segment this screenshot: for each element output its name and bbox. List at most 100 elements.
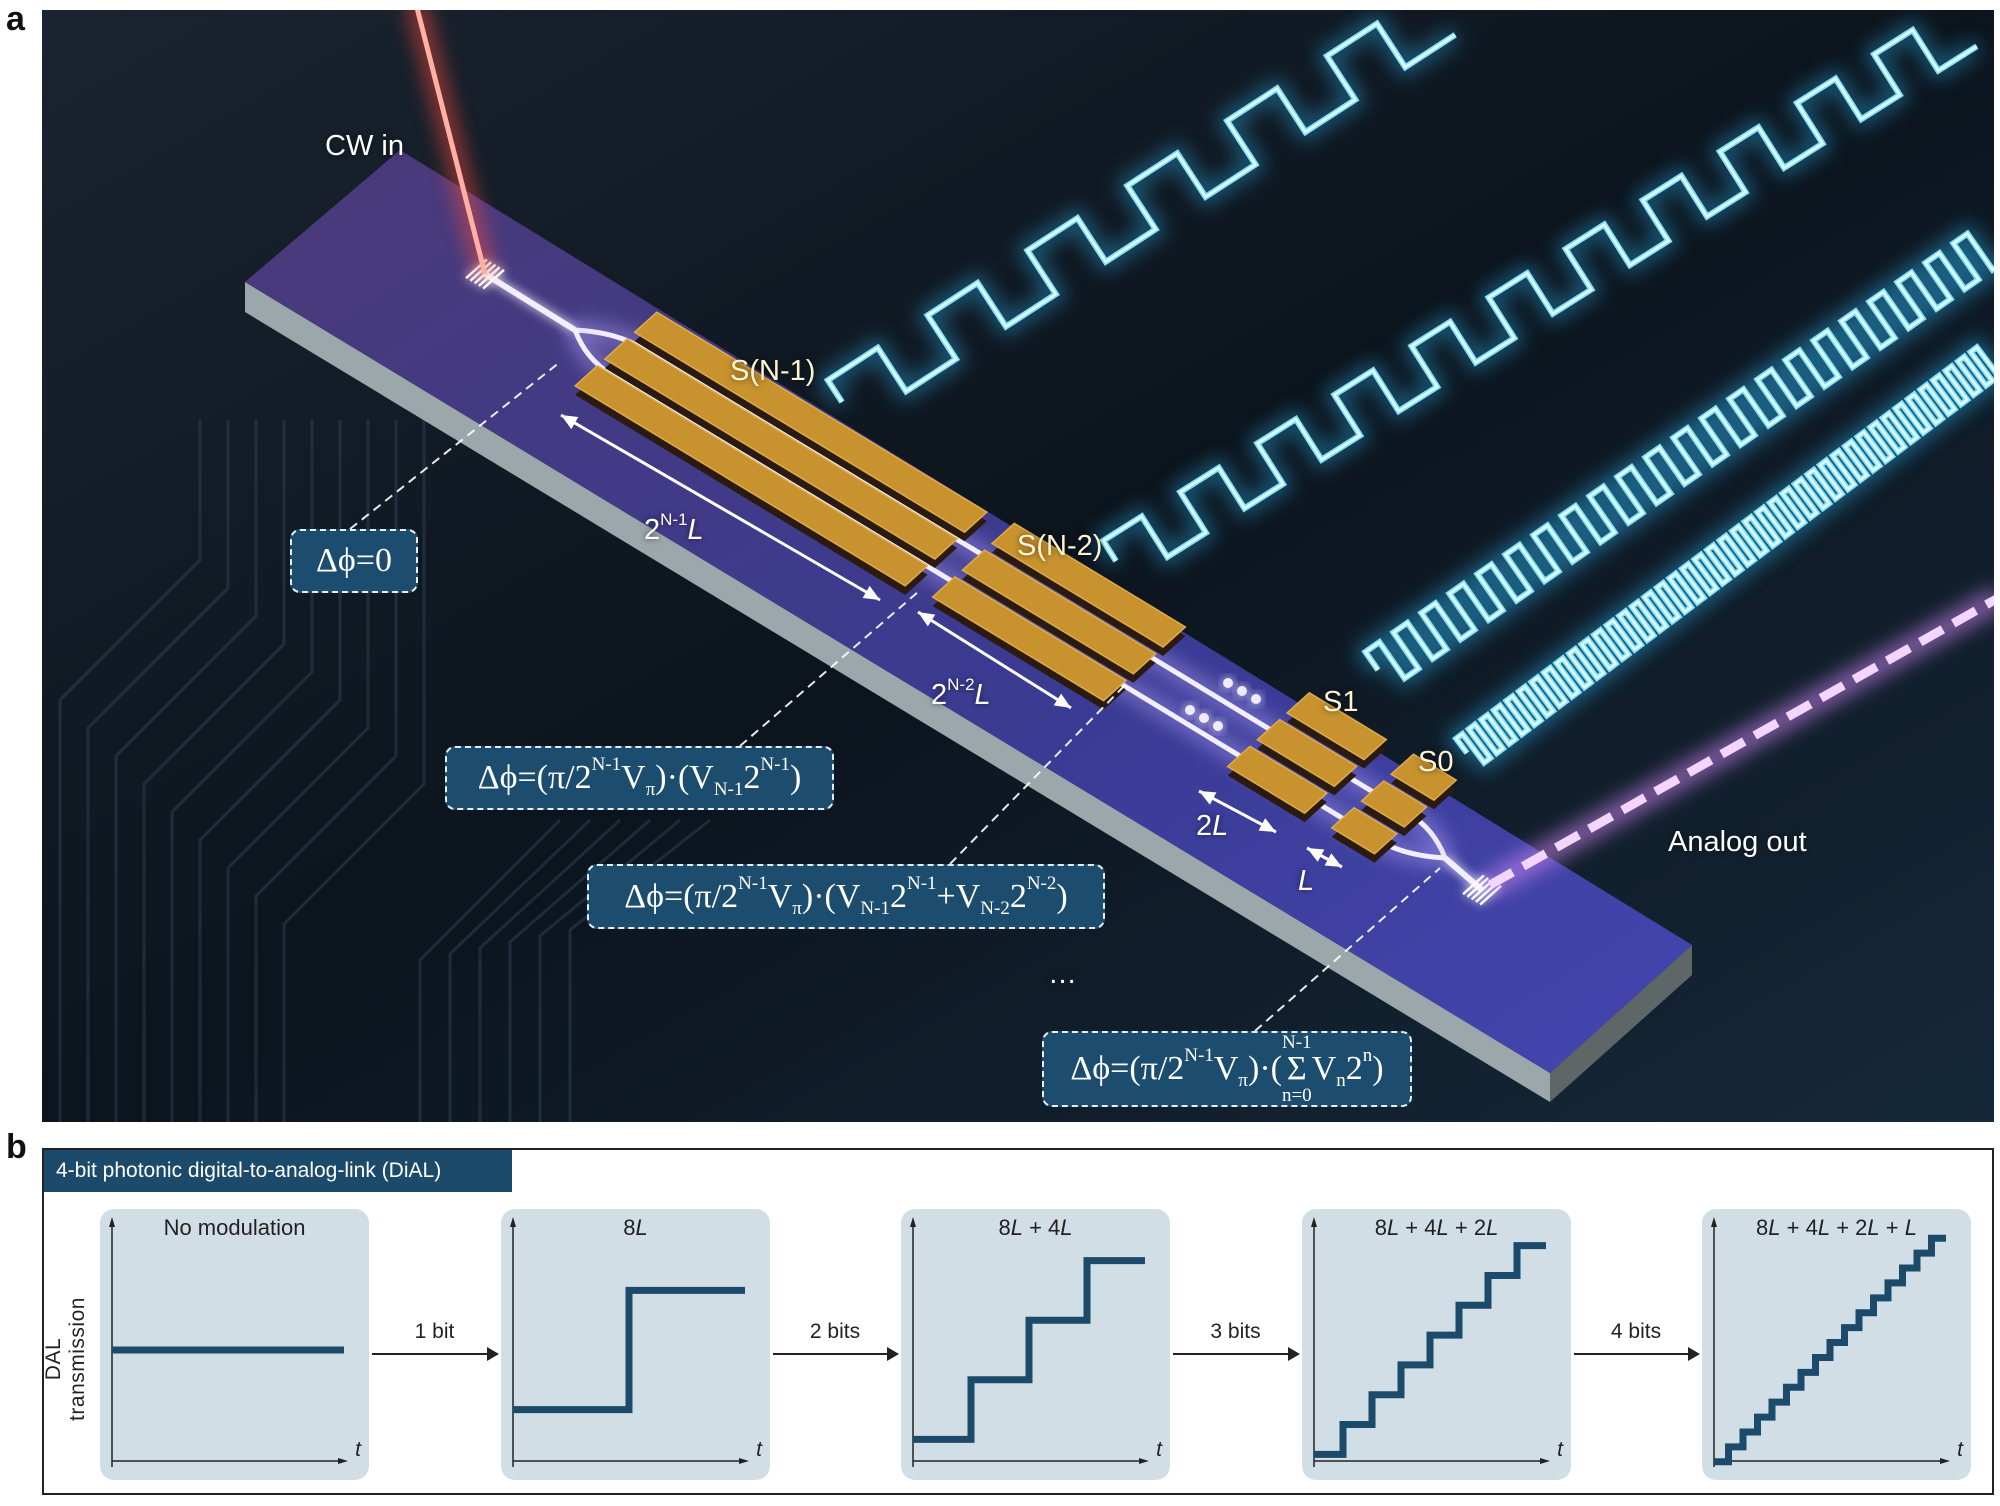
x-axis-label: t xyxy=(756,1438,762,1461)
plot-axes xyxy=(109,1217,348,1467)
dial-header: 4-bit photonic digital-to-analog-link (D… xyxy=(44,1150,512,1192)
plot-title: 8L + 4L + 2L + L xyxy=(1756,1215,1917,1240)
analog-out-label: Analog out xyxy=(1668,826,1807,858)
transmission-trace xyxy=(913,1257,1145,1443)
step-arrow xyxy=(372,1347,499,1361)
chip-front-side xyxy=(245,282,1550,1102)
plot-title: 8L xyxy=(623,1215,648,1240)
transmission-trace xyxy=(1314,1242,1546,1458)
transmission-plot: 8L + 4L + 2L t xyxy=(1302,1209,1571,1480)
transmission-plot: No modulation t xyxy=(100,1209,369,1480)
bits-label: 4 bits xyxy=(1610,1320,1662,1343)
bits-label: 3 bits xyxy=(1210,1320,1261,1343)
formula-part: V xyxy=(1311,1050,1337,1087)
chip-illustration: CW in Analog out S(N-1) S(N-2) S1 S0 2N-… xyxy=(42,10,1994,1122)
panel-b-letter: b xyxy=(6,1128,27,1166)
length-exponent: N-1 xyxy=(660,510,688,529)
plot-title: 8L + 4L xyxy=(998,1215,1073,1240)
formula-part: Δϕ=0 xyxy=(316,542,392,579)
length-label-2n-2-l: 2N-2L xyxy=(931,675,991,712)
formula-part: )·(V xyxy=(801,877,861,915)
x-axis-label: t xyxy=(1957,1438,1963,1461)
formula-part: 2 xyxy=(1009,877,1027,915)
x-axis-label: t xyxy=(1156,1438,1162,1461)
annotations xyxy=(349,361,1441,1032)
formula-part: V xyxy=(1213,1050,1239,1087)
formula-part: ) xyxy=(1372,1050,1384,1087)
phase-box-zero: Δϕ=0 xyxy=(290,529,418,593)
formula-part: π xyxy=(1238,1070,1248,1091)
formula-part: V xyxy=(621,759,646,796)
x-axis-label: t xyxy=(1557,1438,1563,1461)
formula-part: Δϕ=(π/2 xyxy=(477,759,592,796)
length-base: 2 xyxy=(644,514,661,546)
chip-right-side xyxy=(1550,945,1692,1102)
transmission-plot: 8L + 4L + 2L + L t xyxy=(1702,1209,1971,1480)
length-unit: L xyxy=(1298,865,1315,897)
formula-part: π xyxy=(645,779,656,800)
electrodes xyxy=(573,311,1458,863)
bits-label: 2 bits xyxy=(809,1320,861,1343)
transmission-plot: 8L + 4L t xyxy=(901,1209,1170,1480)
formula-part: ) xyxy=(1056,877,1068,915)
length-exponent: N-2 xyxy=(947,675,975,694)
beams xyxy=(408,10,1994,895)
step-arrow xyxy=(1173,1347,1300,1361)
formula-part: n xyxy=(1362,1045,1373,1066)
length-label-2l: 2L xyxy=(1196,810,1228,843)
section-label-s-n-2: S(N-2) xyxy=(1017,530,1103,562)
formula-part: V xyxy=(767,877,793,915)
y-axis-label: DAL transmission xyxy=(42,1297,89,1421)
chip-scene xyxy=(42,10,1994,1122)
dial-steps-panel: 4-bit photonic digital-to-analog-link (D… xyxy=(42,1148,1994,1495)
formula-part: )·(V xyxy=(655,759,714,796)
length-base: 2 xyxy=(931,679,948,711)
formula-part: 2 xyxy=(743,759,761,796)
section-label-s-n-1: S(N-1) xyxy=(730,355,816,387)
electrical-waveforms xyxy=(816,12,1994,774)
formula-part: N-2 xyxy=(1026,872,1057,894)
formula-part: ) xyxy=(789,759,802,796)
formula-part: +V xyxy=(936,877,981,915)
plot-axes xyxy=(510,1217,749,1467)
formula-part: N-2 xyxy=(980,897,1010,919)
formula-part: N-1 xyxy=(760,754,790,775)
formula-part: Δϕ=(π/2 xyxy=(624,877,739,915)
ellipsis: … xyxy=(1048,958,1077,990)
length-unit: L xyxy=(1212,810,1229,842)
formula-part: N-1 xyxy=(1184,1045,1214,1066)
plot-axes xyxy=(1311,1217,1550,1467)
bits-label: 1 bit xyxy=(414,1320,455,1343)
length-label-2n-1-l: 2N-1L xyxy=(644,510,704,547)
formula-part: π xyxy=(792,897,802,919)
length-label-l: L xyxy=(1298,865,1314,898)
plot-axes xyxy=(1711,1217,1950,1467)
plot-title: No modulation xyxy=(163,1215,306,1240)
transmission-trace xyxy=(513,1286,745,1414)
formula-part: N-1 xyxy=(860,897,890,919)
transmission-trace xyxy=(1714,1234,1946,1466)
step-arrow xyxy=(1574,1347,1700,1361)
plot-axes xyxy=(910,1217,1149,1467)
panel-a-letter: a xyxy=(6,0,25,38)
formula-part: N-1 xyxy=(906,872,937,894)
section-label-s0: S0 xyxy=(1418,746,1454,778)
formula-part: 2 xyxy=(889,877,907,915)
x-axis-label: t xyxy=(355,1438,361,1461)
circuit-background xyxy=(58,420,711,1122)
plot-title: 8L + 4L + 2L xyxy=(1374,1215,1499,1240)
section-label-s1: S1 xyxy=(1323,686,1359,718)
formula-part: N-1 xyxy=(713,779,744,800)
step-arrow xyxy=(773,1347,899,1361)
length-unit: L xyxy=(974,679,991,711)
length-unit: L xyxy=(687,514,704,546)
formula-part: Δϕ=(π/2 xyxy=(1070,1050,1185,1087)
formula-part: )·( xyxy=(1248,1050,1282,1087)
formula-part: n xyxy=(1336,1070,1346,1091)
cw-in-label: CW in xyxy=(325,130,404,162)
formula-part: 2 xyxy=(1345,1050,1363,1087)
formula-part: N-1 xyxy=(591,754,622,775)
